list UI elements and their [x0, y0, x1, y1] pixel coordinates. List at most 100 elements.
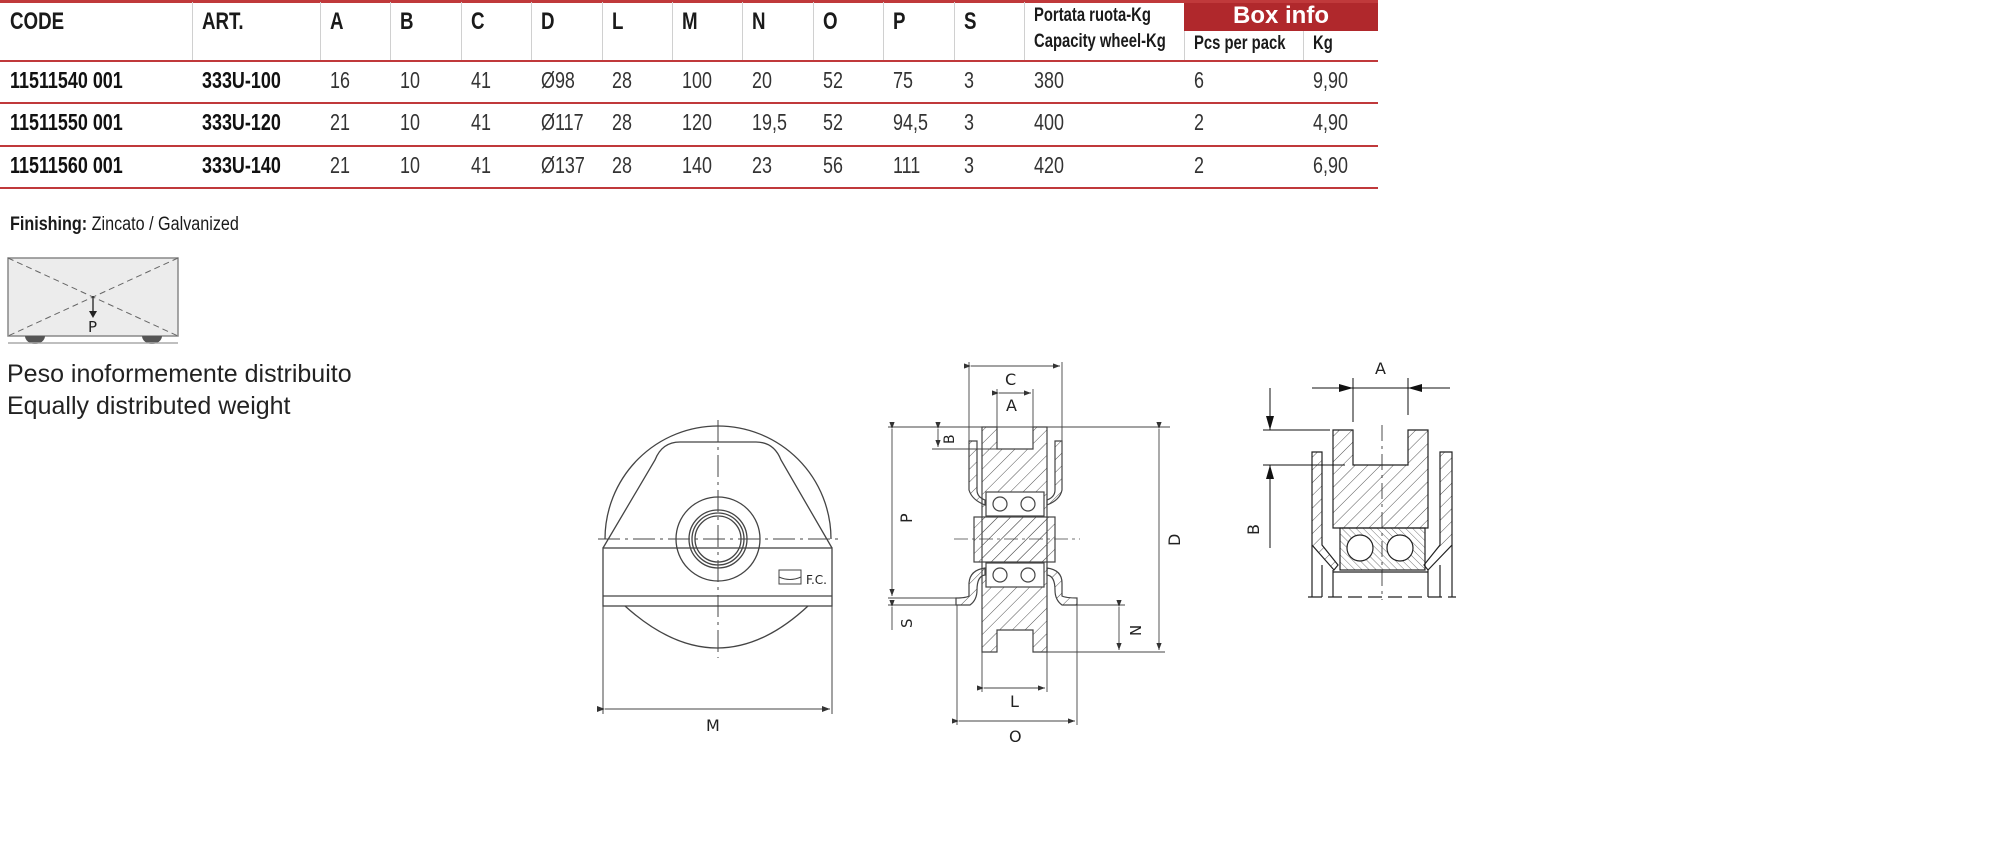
column-header: A — [330, 8, 347, 36]
column-divider — [672, 2, 673, 60]
load-description-en: Equally distributed weight — [7, 392, 291, 420]
table-cell-text: 20 — [752, 67, 772, 93]
table-cell-text: 94,5 — [893, 109, 928, 135]
table-cell: 6 — [1194, 67, 1207, 94]
box-kg-header: Kg — [1313, 33, 1338, 55]
dim-b-label: B — [942, 434, 958, 444]
article-code: 333U-120 — [202, 109, 303, 136]
dim-m-label: M — [706, 716, 720, 735]
table-cell-text: 3 — [964, 67, 974, 93]
table-cell: 400 — [1034, 109, 1072, 136]
dim-l-label: L — [1010, 692, 1019, 711]
product-code-text: 11511560 001 — [10, 152, 123, 178]
load-description: Peso inoformemente distribuito Equally d… — [7, 358, 352, 422]
table-rule — [0, 102, 1378, 104]
front-view — [597, 420, 838, 714]
table-rule — [0, 187, 1378, 189]
table-cell: Ø117 — [541, 109, 596, 136]
detail-dim-b-label: B — [1244, 524, 1263, 535]
load-p-label: P — [88, 318, 97, 336]
column-divider — [1303, 31, 1304, 60]
table-cell-text: 10 — [400, 152, 420, 178]
column-header-text: L — [612, 8, 624, 35]
table-cell: 3 — [964, 152, 977, 179]
column-header-text: N — [752, 8, 766, 35]
table-cell: 16 — [330, 67, 356, 94]
box-pcs-header: Pcs per pack — [1194, 33, 1311, 55]
table-rule — [0, 145, 1378, 147]
table-cell: 41 — [471, 152, 497, 179]
column-header: ART. — [202, 8, 255, 36]
table-cell: 10 — [400, 109, 426, 136]
table-cell-text: 23 — [752, 152, 772, 178]
column-header: CODE — [10, 8, 79, 36]
table-cell-text: 2 — [1194, 152, 1204, 178]
table-cell: Ø98 — [541, 67, 584, 94]
column-divider — [531, 2, 532, 60]
column-divider — [1184, 31, 1185, 60]
table-cell: 28 — [612, 67, 638, 94]
table-cell: 41 — [471, 109, 497, 136]
dim-a-label: A — [1006, 396, 1017, 415]
table-cell: 4,90 — [1313, 109, 1358, 136]
table-cell-text: 75 — [893, 67, 913, 93]
table-cell: 420 — [1034, 152, 1072, 179]
table-cell: 21 — [330, 152, 356, 179]
table-cell: 2 — [1194, 109, 1207, 136]
table-cell-text: 28 — [612, 152, 632, 178]
table-cell: 23 — [752, 152, 778, 179]
finishing-value: Zincato / Galvanized — [91, 214, 239, 235]
box-info-header: Box info — [1184, 0, 1378, 31]
article-code-text: 333U-100 — [202, 67, 281, 93]
table-cell-text: 6,90 — [1313, 152, 1348, 178]
column-header-text: ART. — [202, 8, 244, 35]
table-cell-text: 420 — [1034, 152, 1064, 178]
detail-section-view — [1308, 425, 1456, 600]
column-header: C — [471, 8, 488, 36]
table-cell-text: 41 — [471, 152, 491, 178]
table-cell: 3 — [964, 67, 977, 94]
table-cell: Ø137 — [541, 152, 597, 179]
column-divider — [602, 2, 603, 60]
table-cell-text: 56 — [823, 152, 843, 178]
dim-n-label: N — [1127, 625, 1145, 636]
table-cell-text: 100 — [682, 67, 712, 93]
table-cell-text: Ø98 — [541, 67, 575, 93]
dim-s-label: S — [898, 618, 916, 628]
table-cell: 21 — [330, 109, 356, 136]
table-cell-text: 10 — [400, 67, 420, 93]
table-cell-text: Ø137 — [541, 152, 585, 178]
load-description-it: Peso inoformemente distribuito — [7, 360, 352, 388]
table-cell-text: 28 — [612, 67, 632, 93]
table-cell: 111 — [893, 152, 928, 179]
table-cell-text: 9,90 — [1313, 67, 1348, 93]
dim-o-label: O — [1009, 727, 1022, 746]
table-cell-text: 16 — [330, 67, 350, 93]
article-code: 333U-140 — [202, 152, 303, 179]
column-header-text: M — [682, 8, 698, 35]
column-header: P — [893, 8, 909, 36]
table-cell: 41 — [471, 67, 497, 94]
table-cell: 9,90 — [1313, 67, 1358, 94]
table-cell-text: Ø117 — [541, 109, 584, 135]
table-cell-text: 140 — [682, 152, 712, 178]
table-cell-text: 21 — [330, 152, 350, 178]
table-cell-text: 4,90 — [1313, 109, 1348, 135]
article-code-text: 333U-120 — [202, 109, 281, 135]
table-cell: 52 — [823, 67, 849, 94]
column-header-text: A — [330, 8, 344, 35]
table-cell-text: 3 — [964, 152, 974, 178]
detail-dimensions — [1263, 378, 1450, 548]
table-cell-text: 2 — [1194, 109, 1204, 135]
capacity-header-it: Portata ruota-Kg — [1034, 5, 1184, 27]
column-header-text: D — [541, 8, 555, 35]
table-cell: 100 — [682, 67, 720, 94]
box-kg-header-text: Kg — [1313, 33, 1333, 54]
table-cell: 94,5 — [893, 109, 938, 136]
product-code: 11511540 001 — [10, 67, 155, 94]
capacity-header-en: Capacity wheel-Kg — [1034, 31, 1203, 53]
column-header: M — [682, 8, 702, 36]
column-header-text: C — [471, 8, 485, 35]
table-cell-text: 400 — [1034, 109, 1064, 135]
table-cell-text: 28 — [612, 109, 632, 135]
